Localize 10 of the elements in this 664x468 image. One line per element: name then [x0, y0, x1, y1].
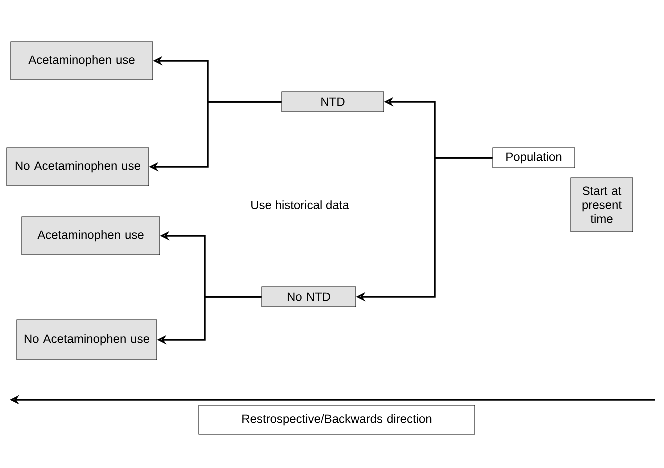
process-box: Acetaminophen use	[22, 216, 160, 256]
process-box: No Acetaminophen use	[6, 148, 150, 186]
process-box: Start at present time	[570, 178, 634, 232]
process-box: Acetaminophen use	[10, 42, 154, 80]
process-box: No Acetaminophen use	[16, 320, 158, 360]
process-box: NTD	[282, 92, 384, 112]
note-text: Use historical data	[252, 200, 350, 210]
process-box: Restrospective/Backwards direction	[198, 405, 476, 435]
process-box: Population	[492, 148, 576, 168]
process-box: No NTD	[262, 286, 356, 308]
